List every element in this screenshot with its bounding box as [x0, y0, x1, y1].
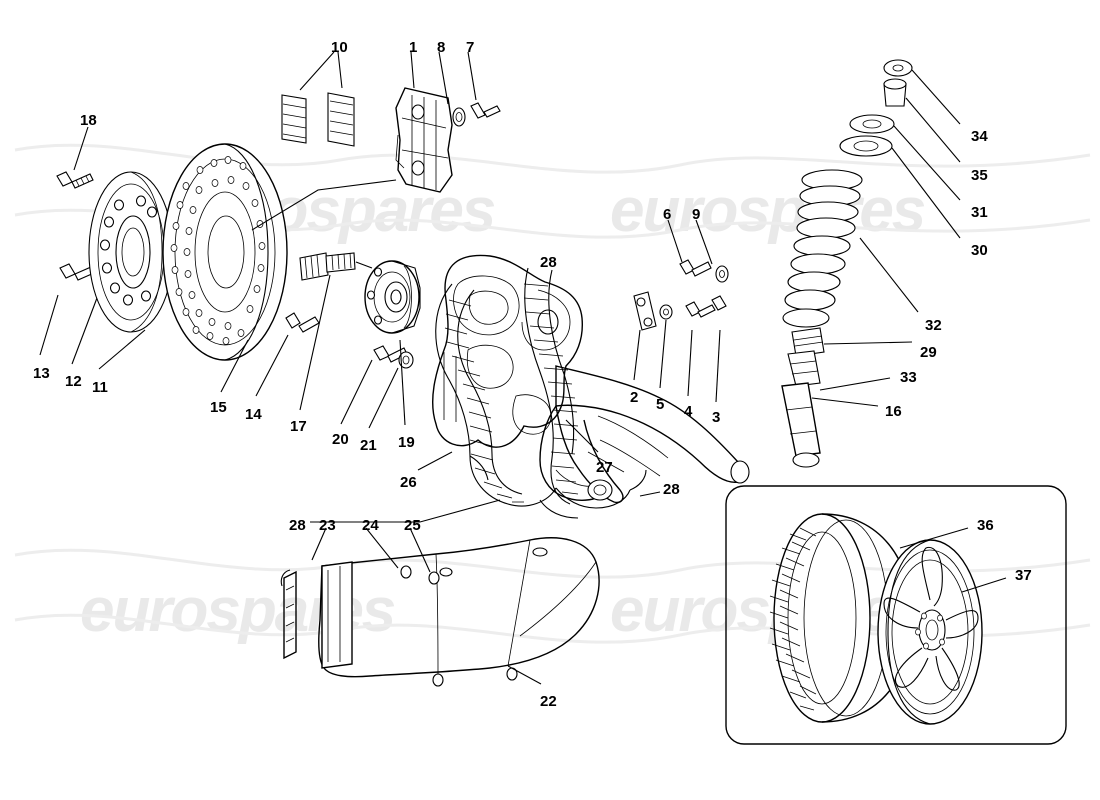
- callout-number-34: 34: [971, 128, 988, 145]
- part-26-callout-line: [417, 451, 453, 471]
- callout-number-17: 17: [290, 418, 307, 435]
- part-18-bolt: [56, 126, 94, 189]
- callout-number-28: 28: [663, 481, 680, 498]
- part-29-shock-body: [787, 327, 913, 387]
- callout-number-15: 15: [210, 399, 227, 416]
- part-wheel-hub: [299, 252, 421, 334]
- callout-number-25: 25: [404, 517, 421, 534]
- part-32-spring: [782, 169, 919, 328]
- callout-number-4: 4: [684, 403, 693, 420]
- callout-number-30: 30: [971, 242, 988, 259]
- callout-number-16: 16: [885, 403, 902, 420]
- callout-number-14: 14: [245, 406, 262, 423]
- part-31-washer: [849, 114, 961, 201]
- part-28-brake-duct-hose-right: [523, 267, 647, 519]
- part-20-bolt: [340, 345, 408, 425]
- part-33-damper-rod: [781, 377, 891, 468]
- callout-number-24: 24: [362, 517, 379, 534]
- callout-number-7: 7: [466, 39, 475, 56]
- part-5-bolt: [659, 304, 673, 389]
- callout-number-36: 36: [977, 517, 994, 534]
- callout-number-28: 28: [540, 254, 557, 271]
- part-8-bolt: [438, 51, 466, 127]
- part-17-callout-line: [299, 274, 331, 411]
- callout-number-35: 35: [971, 167, 988, 184]
- part-35-spacer: [883, 78, 961, 163]
- part-12-callout-line: [71, 289, 101, 365]
- part-11-callout-line: [98, 329, 146, 370]
- part-19-callout-line: [399, 339, 406, 426]
- part-23-duct-flange: [280, 527, 353, 669]
- part-3-bolt: [711, 295, 727, 403]
- callout-number-28: 28: [289, 517, 306, 534]
- callout-number-32: 32: [925, 317, 942, 334]
- callout-number-26: 26: [400, 474, 417, 491]
- callout-number-9: 9: [692, 206, 701, 223]
- part-1-brake-caliper: [395, 51, 453, 193]
- callout-number-19: 19: [398, 434, 415, 451]
- callout-number-18: 18: [80, 112, 97, 129]
- callout-number-5: 5: [656, 396, 665, 413]
- part-6-bolt: [667, 219, 712, 277]
- callout-number-22: 22: [540, 693, 557, 710]
- callout-number-33: 33: [900, 369, 917, 386]
- callout-number-12: 12: [65, 373, 82, 390]
- part-lower-wishbone: [539, 365, 750, 504]
- part-24-bolt: [365, 527, 412, 579]
- part-16-callout-line: [811, 397, 879, 407]
- callout-number-13: 13: [33, 365, 50, 382]
- callout-number-20: 20: [332, 431, 349, 448]
- part-15-callout-line: [220, 339, 249, 393]
- callout-number-3: 3: [712, 409, 721, 426]
- part-2-link: [633, 291, 657, 381]
- callout-number-37: 37: [1015, 567, 1032, 584]
- part-25-bolt: [409, 527, 440, 585]
- callout-number-31: 31: [971, 204, 988, 221]
- part-brake-disc: [162, 143, 288, 361]
- part-hub-flange: [88, 171, 174, 333]
- assembly-pointer-line: [251, 179, 397, 231]
- part-28-right-callout-line: [639, 491, 661, 497]
- callout-number-10: 10: [331, 39, 348, 56]
- callout-number-29: 29: [920, 344, 937, 361]
- part-7-bolt: [467, 51, 501, 119]
- part-13-bolt: [39, 263, 95, 356]
- callout-number-6: 6: [663, 206, 672, 223]
- part-30-cup: [839, 135, 961, 239]
- callout-number-23: 23: [319, 517, 336, 534]
- callout-number-21: 21: [360, 437, 377, 454]
- part-28-left-callout-line: [310, 499, 501, 523]
- part-10-brake-pads: [281, 51, 355, 147]
- callout-number-1: 1: [409, 39, 418, 56]
- part-9-bolt: [695, 219, 729, 283]
- part-14-callout-line: [255, 312, 320, 397]
- callout-number-8: 8: [437, 39, 446, 56]
- part-22-air-duct: [318, 537, 600, 687]
- callout-number-11: 11: [92, 379, 108, 396]
- callout-number-2: 2: [630, 389, 639, 406]
- part-21-bolt: [368, 351, 414, 429]
- callout-number-27: 27: [596, 459, 613, 476]
- part-34-bush: [883, 59, 961, 125]
- wheel-inset-panel: [725, 485, 1067, 745]
- part-26-brake-duct-hose: [435, 283, 557, 507]
- part-4-bolt: [685, 301, 716, 397]
